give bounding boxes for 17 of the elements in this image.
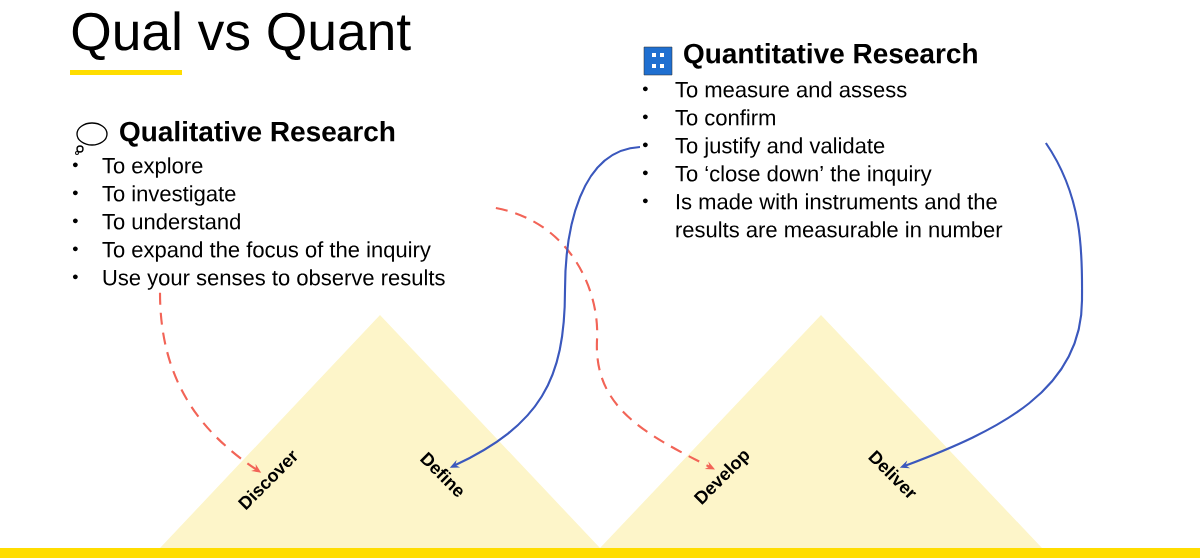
text-block [642, 42, 1003, 238]
title: Qual vs Quant [72, 11, 411, 61]
bullet-item: Is made with instruments and the results are measurable in number [642, 193, 1003, 238]
triangle [160, 315, 600, 548]
bullet-item: To measure and assess [642, 81, 907, 98]
heading: Qualitative Research [120, 120, 395, 147]
bullet-item: To investigate [72, 185, 236, 206]
bullet-item: Use your senses to observe results [72, 269, 445, 290]
bullet-item: To confirm [642, 109, 775, 126]
text-block [72, 120, 445, 290]
bullet-item: To justify and validate [642, 137, 885, 158]
bullet-item: To explore [72, 157, 203, 178]
bullet-item: To understand [72, 213, 240, 230]
bullet-item: To ‘close down’ the inquiry [642, 165, 932, 186]
heading: Quantitative Research [684, 42, 977, 69]
bullet-item: To expand the focus of the inquiry [72, 241, 431, 262]
triangle [600, 315, 1042, 548]
